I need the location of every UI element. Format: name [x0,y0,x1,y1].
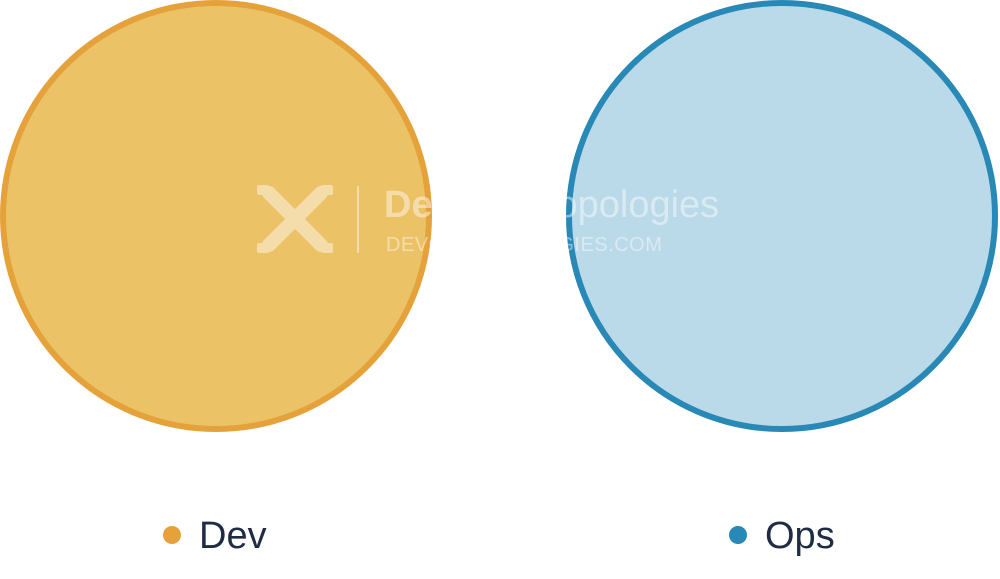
legend-label-ops: Ops [765,515,835,557]
legend-label-dev: Dev [199,515,267,557]
legend-dot-ops [729,526,747,544]
gear-x-logo-icon [257,185,333,253]
watermark-title-bold: DevOps [384,184,528,226]
legend-item-ops: Ops [729,515,835,557]
watermark-url: DEVOPSTOPOLOGIES.COM [386,234,662,256]
legend-dot-dev [163,526,181,544]
legend-item-dev: Dev [163,515,267,557]
watermark-title-light: Topologies [528,184,720,226]
dev-circle [0,0,432,432]
watermark: DevOps Topologies DEVOPSTOPOLOGIES.COM [257,184,719,256]
watermark-title: DevOps Topologies [384,184,719,226]
ops-circle [566,0,998,432]
legend: Dev Ops [163,515,835,557]
